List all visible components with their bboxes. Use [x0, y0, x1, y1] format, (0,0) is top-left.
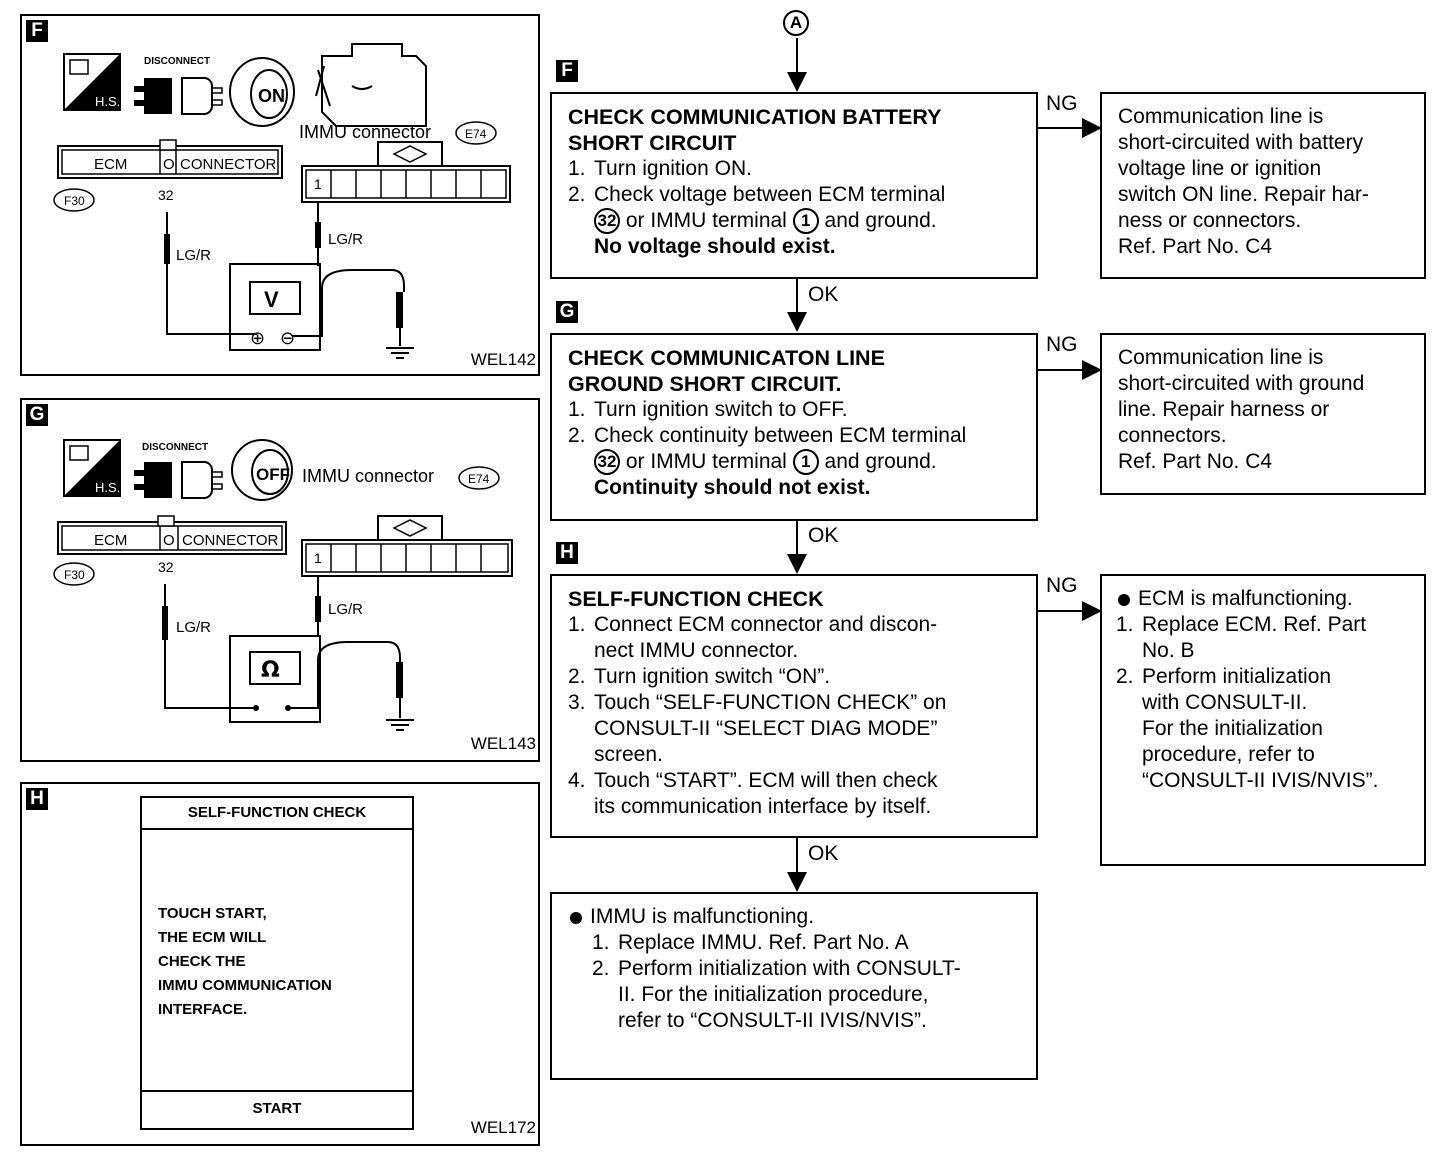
svg-text:LG/R: LG/R [328, 601, 363, 618]
engine-icon [315, 43, 427, 127]
svg-text:F30: F30 [64, 194, 85, 208]
ng-label: NG [1046, 574, 1078, 597]
ok-label: OK [808, 283, 839, 306]
connector-a: A [783, 10, 809, 36]
ok-label: OK [808, 842, 839, 865]
svg-text:DISCONNECT: DISCONNECT [144, 56, 210, 67]
ng-label: NG [1046, 333, 1078, 356]
terminal-1-badge: 1 [792, 449, 819, 476]
terminal-1-badge: 1 [792, 208, 819, 235]
svg-text:OFF: OFF [256, 465, 290, 484]
step-item: 1.Turn ignition ON. [568, 157, 752, 180]
figure-g-drawing: H.S. DISCONNECT OFF IMMU connector E74 E… [53, 439, 513, 731]
figure-tag: F [26, 20, 48, 42]
figure-g-panel: G H.S. DISCONNECT OFF IMMU connector E74 [20, 398, 540, 762]
ignition-off-icon: OFF [231, 439, 293, 501]
figure-tag: H [26, 788, 48, 810]
final-bullet: IMMU is malfunctioning. [568, 904, 1022, 930]
svg-text:E74: E74 [468, 472, 490, 486]
figure-code: WEL172 [470, 1118, 536, 1137]
svg-text:32: 32 [158, 559, 174, 575]
step-title: CHECK COMMUNICATION BATTERY [568, 105, 942, 129]
final-item: 2.Perform initialization with CONSULT-II… [592, 957, 961, 1032]
svg-text:1: 1 [314, 550, 322, 566]
consult-screen: SELF-FUNCTION CHECK TOUCH START, THE ECM… [140, 796, 414, 1130]
svg-text:32: 32 [158, 187, 174, 203]
svg-text:CONNECTOR: CONNECTOR [182, 532, 279, 549]
ignition-on-icon: ON [229, 57, 295, 127]
start-button[interactable]: START [142, 1090, 412, 1128]
svg-text:ON: ON [258, 86, 285, 106]
svg-text:H.S.: H.S. [95, 94, 120, 109]
step-item: 2.Turn ignition switch “ON”. [568, 665, 831, 688]
step-tag: F [556, 60, 578, 82]
screen-message: TOUCH START, THE ECM WILL CHECK THE IMMU… [158, 905, 332, 1018]
final-box: IMMU is malfunctioning. 1.Replace IMMU. … [550, 892, 1038, 1080]
svg-text:V: V [264, 287, 279, 312]
ng-label: NG [1046, 92, 1078, 115]
terminal-32-badge: 32 [594, 449, 620, 476]
svg-text:1: 1 [314, 176, 322, 192]
step-g-box: CHECK COMMUNICATON LINE GROUND SHORT CIR… [550, 333, 1038, 521]
step-title: CHECK COMMUNICATON LINE [568, 346, 885, 370]
terminal-32-badge: 32 [594, 208, 620, 235]
step-item: 1.Turn ignition switch to OFF. [568, 398, 848, 421]
svg-text:O: O [163, 156, 175, 173]
figure-code: WEL143 [470, 734, 536, 753]
result-h-box: ECM is malfunctioning. 1.Replace ECM. Re… [1100, 574, 1426, 866]
result-bullet: ECM is malfunctioning. [1116, 586, 1410, 612]
svg-text:H.S.: H.S. [95, 480, 120, 495]
svg-text:LG/R: LG/R [176, 247, 211, 264]
svg-text:⊕: ⊕ [250, 328, 265, 349]
svg-text:O: O [163, 532, 175, 549]
svg-text:⊖: ⊖ [280, 328, 295, 349]
step-f-box: CHECK COMMUNICATION BATTERY SHORT CIRCUI… [550, 92, 1038, 279]
step-title: SHORT CIRCUIT [568, 131, 737, 155]
step-title: GROUND SHORT CIRCUIT. [568, 372, 842, 396]
svg-text:IMMU connector: IMMU connector [299, 122, 431, 142]
result-g-box: Communication line is short-circuited wi… [1100, 333, 1426, 495]
figure-tag: G [26, 404, 48, 426]
figure-f-drawing: H.S. DISCONNECT ON IMMU connector E74 [53, 43, 511, 359]
screen-title: SELF-FUNCTION CHECK [142, 798, 412, 830]
ok-label: OK [808, 524, 839, 547]
hs-icon: H.S. [63, 53, 121, 111]
disconnect-icon: DISCONNECT [134, 56, 223, 115]
hs-icon: H.S. [63, 439, 121, 497]
svg-text:LG/R: LG/R [176, 619, 211, 636]
svg-text:LG/R: LG/R [328, 231, 363, 248]
svg-text:ECM: ECM [94, 532, 127, 549]
svg-text:DISCONNECT: DISCONNECT [142, 442, 208, 453]
step-tag: G [556, 301, 578, 323]
result-f-box: Communication line is short-circuited wi… [1100, 92, 1426, 279]
figure-f-panel: F H.S. DISCONNECT ON IMMU [20, 14, 540, 376]
step-title: SELF-FUNCTION CHECK [568, 587, 824, 611]
svg-text:Ω: Ω [261, 658, 280, 683]
svg-text:CONNECTOR: CONNECTOR [180, 156, 277, 173]
figure-code: WEL142 [470, 350, 536, 369]
disconnect-icon: DISCONNECT [134, 442, 223, 499]
step-tag: H [556, 542, 578, 564]
step-item: 2. Check continuity between ECM terminal… [568, 424, 967, 500]
svg-text:E74: E74 [465, 127, 487, 141]
svg-text:ECM: ECM [94, 156, 127, 173]
svg-text:IMMU connector: IMMU connector [302, 466, 434, 486]
step-item: 1.Connect ECM connector and discon-nect … [568, 613, 938, 662]
step-h-box: SELF-FUNCTION CHECK 1.Connect ECM connec… [550, 574, 1038, 838]
svg-text:F30: F30 [64, 568, 85, 582]
final-item: 1.Replace IMMU. Ref. Part No. A [592, 931, 909, 954]
step-item: 2. Check voltage between ECM terminal 32… [568, 183, 946, 259]
figure-h-panel: H SELF-FUNCTION CHECK TOUCH START, THE E… [20, 782, 540, 1146]
